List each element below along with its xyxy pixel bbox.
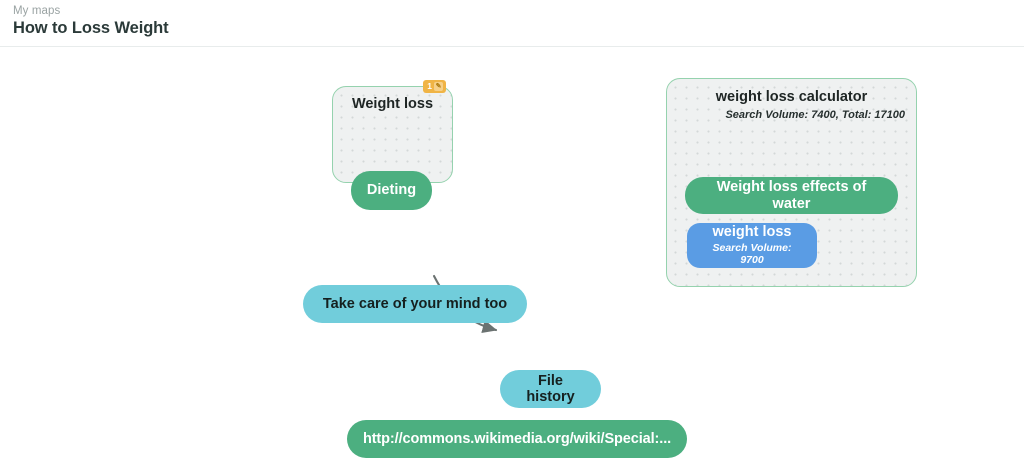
mindmap-canvas[interactable]: 1 ✎ Weight loss Dieting weight loss calc… [0,47,1024,458]
group-title-weight-loss: Weight loss [351,96,434,112]
app-header: My maps How to Loss Weight [0,0,1024,47]
node-commons-wikimedia-url[interactable]: http://commons.wikimedia.org/wiki/Specia… [347,420,687,458]
node-weight-loss-effects-of-water-label: Weight loss effects of water [716,179,867,212]
node-weight-loss-effects-of-water[interactable]: Weight loss effects of water [685,177,898,214]
group-subtitle-weight-loss-calculator: Search Volume: 7400, Total: 17100 [725,109,905,121]
node-weight-loss[interactable]: weight loss Search Volume: 9700 [687,223,817,268]
breadcrumb[interactable]: My maps [13,5,61,17]
node-weight-loss-search-volume: Search Volume: 9700 [712,241,792,267]
node-commons-wikimedia-url-label: http://commons.wikimedia.org/wiki/Specia… [362,430,672,447]
node-file-history-label: File history [526,372,575,405]
node-take-care-of-your-mind-too-label: Take care of your mind too [322,295,508,312]
badge-count: 1 [427,81,432,92]
node-file-history[interactable]: File history [500,370,601,408]
group-badge-weight-loss[interactable]: 1 ✎ [423,80,446,93]
node-dieting-label: Dieting [366,182,417,199]
node-weight-loss-label: weight loss [712,224,792,241]
group-title-weight-loss-calculator: weight loss calculator [715,89,868,105]
page-title: How to Loss Weight [13,19,169,37]
badge-note-icon: ✎ [434,82,443,91]
node-dieting[interactable]: Dieting [351,171,432,210]
node-take-care-of-your-mind-too[interactable]: Take care of your mind too [303,285,527,323]
group-weight-loss[interactable]: 1 ✎ Weight loss [332,80,453,183]
